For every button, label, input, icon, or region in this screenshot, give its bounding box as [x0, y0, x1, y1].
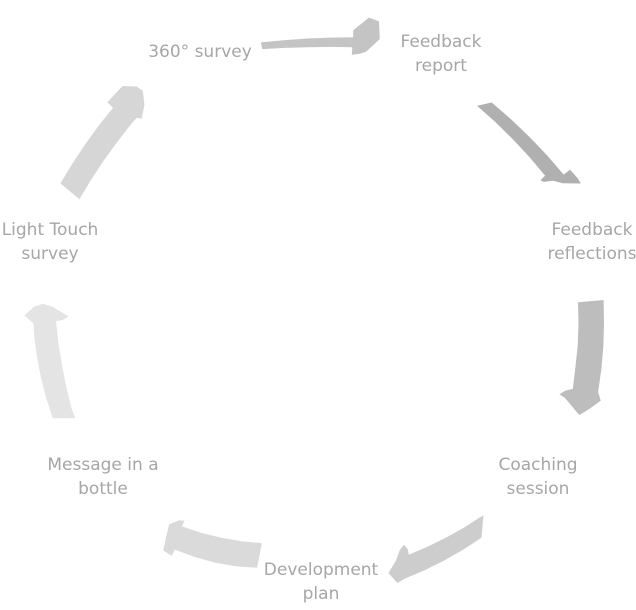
step-label-line: plan — [302, 584, 340, 604]
step-label-line: Development — [263, 560, 379, 580]
arrow-message-to-lighttouch — [24, 303, 76, 419]
step-label-light-touch-survey: Light Touch survey — [2, 218, 99, 266]
step-label-360-survey: 360° survey — [148, 40, 252, 64]
arrow-coaching-to-plan — [388, 515, 484, 583]
step-label-line: Coaching — [498, 455, 578, 475]
step-label-line: Feedback — [400, 32, 482, 52]
step-label-line: Message in a — [47, 455, 159, 475]
step-label-line: survey — [21, 244, 79, 264]
step-label-line: bottle — [78, 479, 128, 499]
step-label-line: report — [415, 56, 467, 76]
step-label-feedback-reflections: Feedback reflections — [547, 218, 636, 266]
arrow-360-to-report — [260, 17, 380, 55]
step-label-message-in-a-bottle: Message in a bottle — [47, 453, 158, 501]
step-label-line: Feedback — [551, 220, 633, 240]
step-label-development-plan: Development plan — [264, 558, 378, 606]
arrow-report-to-reflections — [477, 102, 581, 184]
arrow-reflections-to-coaching — [559, 300, 604, 416]
step-label-line: session — [506, 479, 570, 499]
step-label-line: Light Touch — [1, 220, 99, 240]
step-label-line: reflections — [547, 244, 636, 264]
arrow-lighttouch-to-360 — [60, 86, 145, 200]
step-label-feedback-report: Feedback report — [401, 30, 482, 78]
arrow-plan-to-message — [163, 520, 262, 568]
step-label-line: 360° survey — [148, 42, 252, 62]
step-label-coaching-session: Coaching session — [498, 453, 577, 501]
